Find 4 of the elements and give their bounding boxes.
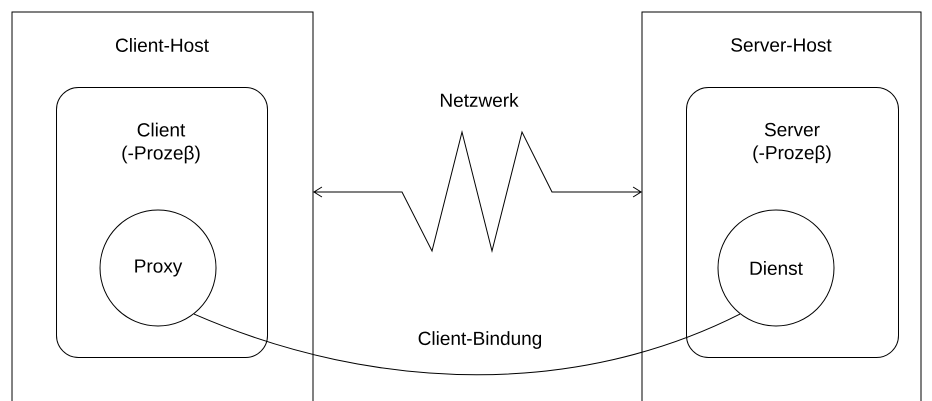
connection-line <box>194 314 740 376</box>
edge-label: Netzwerk <box>438 92 520 108</box>
edge-label: Client-Bindung <box>416 330 544 350</box>
network-arrow <box>313 130 642 254</box>
